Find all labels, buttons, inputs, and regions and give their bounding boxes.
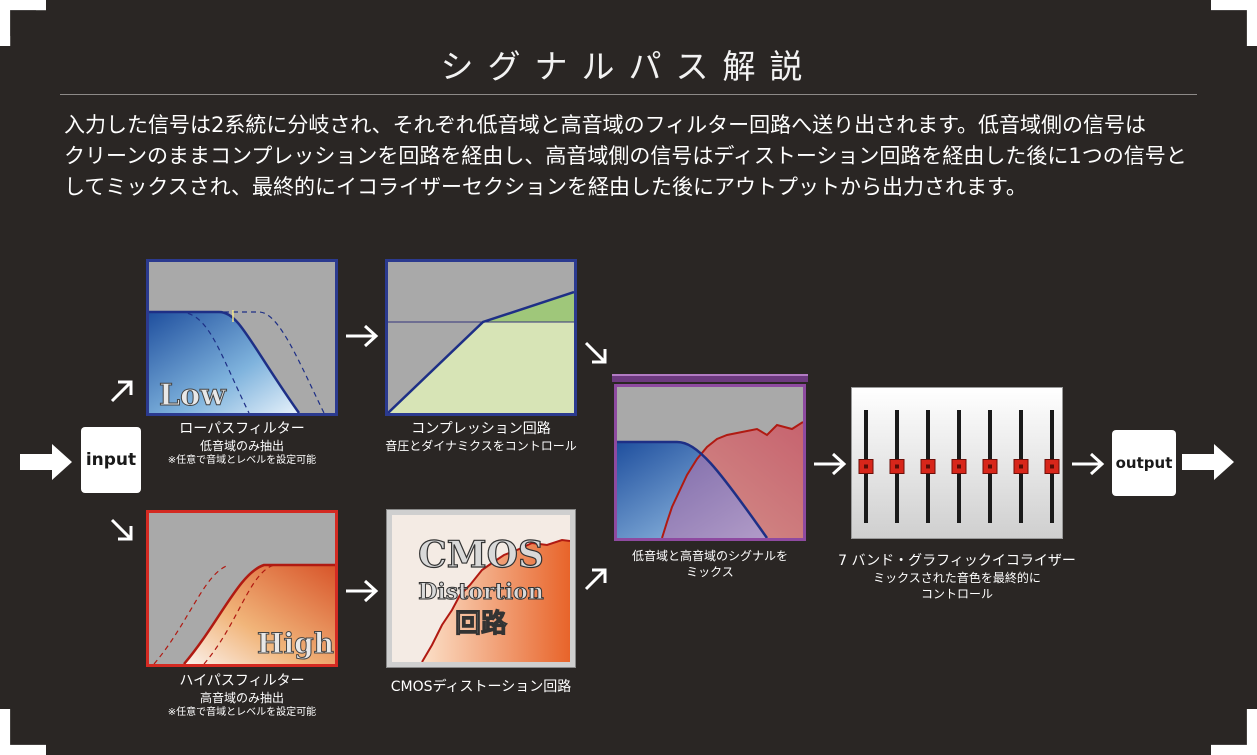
compression-caption-title: コンプレッション回路: [411, 421, 551, 437]
description-line: してミックスされ、最終的にイコライザーセクションを経由した後にアウトプットから出…: [64, 175, 1027, 199]
arrow-up-right-icon: [584, 568, 607, 591]
output-box: output: [1112, 430, 1176, 496]
distortion-caption-title: CMOSディストーション回路: [390, 679, 572, 695]
highpass-caption-sub: 高音域のみ抽出: [199, 691, 284, 705]
eq-caption-line3: コントロール: [920, 587, 993, 601]
lowpass-caption-title: ローパスフィルター: [179, 421, 305, 437]
mix-caption: 低音域と高音域のシグナルを ミックス: [598, 548, 822, 580]
highpass-caption-note: ※任意で音域とレベルを設定可能: [167, 707, 317, 718]
highpass-filter-graph: High: [146, 510, 338, 667]
arrow-right-icon: [814, 452, 847, 476]
eq-slider-knob-center: [864, 464, 868, 469]
high-badge: High: [257, 627, 334, 660]
cmos-badge-line2: Distortion: [418, 579, 543, 605]
arrow-right-icon: [1072, 452, 1105, 476]
eq-caption-line2: ミックスされた音色を最終的に: [873, 571, 1041, 585]
description: 入力した信号は2系統に分岐され、それぞれ低音域と高音域のフィルター回路へ送り出さ…: [64, 110, 1214, 203]
arrow-up-right-icon: [110, 380, 133, 403]
low-badge: Low: [159, 378, 227, 413]
eq-sliders: [858, 410, 1060, 523]
arrow-right-icon: [346, 324, 379, 348]
eq-slider-knob-center: [1019, 464, 1023, 469]
corner-mark-bottom-left: [0, 709, 46, 755]
compression-graph: [385, 259, 577, 416]
output-arrow-icon: [1182, 444, 1234, 480]
mix-panel-top-bar: [612, 374, 808, 382]
input-box: input: [81, 427, 141, 493]
distortion-caption: CMOSディストーション回路: [370, 678, 592, 696]
page-title: シグナルパス解説: [440, 47, 817, 86]
graphic-eq: [851, 387, 1063, 539]
lowpass-caption-note: ※任意で音域とレベルを設定可能: [167, 455, 317, 466]
compression-caption-sub: 音圧とダイナミクスをコントロール: [385, 439, 577, 453]
corner-mark-top-left: [0, 0, 46, 46]
highpass-caption: ハイパスフィルター 高音域のみ抽出 ※任意で音域とレベルを設定可能: [146, 672, 338, 720]
compression-caption: コンプレッション回路 音圧とダイナミクスをコントロール: [370, 420, 592, 454]
lowpass-caption: ローパスフィルター 低音域のみ抽出 ※任意で音域とレベルを設定可能: [146, 420, 338, 468]
cmos-badge-line3: 回路: [455, 608, 508, 639]
cmos-distortion-graph: CMOS Distortion 回路: [386, 509, 576, 668]
description-line: 入力した信号は2系統に分岐され、それぞれ低音域と高音域のフィルター回路へ送り出さ…: [64, 113, 1147, 137]
arrow-down-right-icon: [584, 341, 607, 364]
lowpass-filter-graph: Low: [146, 259, 338, 416]
mix-graph: [614, 384, 806, 541]
input-arrow-icon: [20, 444, 72, 480]
arrow-down-right-icon: [110, 518, 133, 541]
eq-caption-title: 7 バンド・グラフィックイコライザー: [838, 553, 1076, 569]
eq-slider-knob-center: [926, 464, 930, 469]
eq-slider-knob-center: [895, 464, 899, 469]
eq-caption: 7 バンド・グラフィックイコライザー ミックスされた音色を最終的に コントロール: [830, 552, 1084, 602]
title-divider: [60, 94, 1197, 95]
highpass-caption-title: ハイパスフィルター: [179, 673, 305, 689]
mix-caption-line2: ミックス: [686, 565, 734, 579]
corner-mark-top-right: [1211, 0, 1257, 46]
corner-mark-bottom-right: [1211, 709, 1257, 755]
mix-caption-line1: 低音域と高音域のシグナルを: [631, 549, 788, 563]
arrow-right-icon: [346, 579, 379, 603]
description-line: クリーンのままコンプレッションを回路を経由し、高音域側の信号はディストーション回…: [64, 144, 1187, 168]
cmos-badge-line1: CMOS: [418, 534, 544, 576]
lowpass-caption-sub: 低音域のみ抽出: [199, 439, 284, 453]
eq-slider-knob-center: [1050, 464, 1054, 469]
eq-slider-knob-center: [957, 464, 961, 469]
eq-slider-knob-center: [988, 464, 992, 469]
